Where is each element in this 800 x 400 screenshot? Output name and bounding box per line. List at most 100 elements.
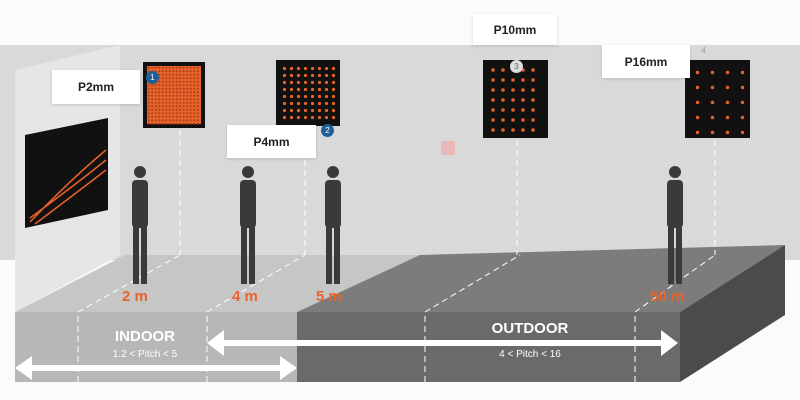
distance-guides [77, 130, 716, 382]
led-dot [193, 73, 196, 76]
led-dot [165, 91, 168, 94]
led-dot [172, 94, 175, 97]
led-dot [289, 108, 294, 113]
led-dot [289, 80, 294, 85]
led-dot [179, 66, 182, 69]
led-dot [501, 118, 505, 122]
led-dot [154, 101, 157, 104]
led-dot [182, 66, 185, 69]
led-dot [193, 91, 196, 94]
led-dot [521, 98, 525, 102]
led-dot [695, 115, 700, 120]
tv-screen [25, 118, 108, 228]
led-dot [182, 108, 185, 111]
led-dot [158, 84, 161, 87]
indoor-arrow [15, 356, 297, 380]
led-dot [161, 84, 164, 87]
outdoor-arrow [207, 330, 678, 356]
led-dot [168, 84, 171, 87]
led-dot [695, 70, 700, 75]
led-dot [151, 112, 154, 115]
led-dot [179, 105, 182, 108]
led-dot [151, 105, 154, 108]
led-dot [324, 108, 329, 113]
led-dot [303, 115, 308, 120]
led-dot [501, 108, 505, 112]
person-figure [132, 166, 148, 284]
led-dot [511, 88, 515, 92]
led-dot [168, 77, 171, 80]
led-dot [165, 77, 168, 80]
led-dot [154, 91, 157, 94]
led-dot [193, 115, 196, 118]
led-dot [161, 112, 164, 115]
led-dot [310, 73, 315, 78]
led-dot [154, 105, 157, 108]
led-dot [168, 105, 171, 108]
led-dot [324, 87, 329, 92]
led-dot [161, 73, 164, 76]
led-dot [310, 108, 315, 113]
led-dot [168, 122, 171, 125]
led-dot [172, 77, 175, 80]
led-dot [186, 87, 189, 90]
led-dot [317, 80, 322, 85]
led-dot [296, 73, 301, 78]
led-dot [182, 112, 185, 115]
led-dot [182, 119, 185, 122]
led-dot [172, 80, 175, 83]
led-dot [165, 119, 168, 122]
led-dot [189, 84, 192, 87]
led-dot [531, 78, 535, 82]
led-dot [147, 119, 150, 122]
led-dot [158, 122, 161, 125]
led-dot [303, 73, 308, 78]
led-dot [172, 91, 175, 94]
led-dot [196, 101, 199, 104]
led-dot [740, 100, 745, 105]
led-panel-3 [483, 60, 548, 138]
led-dot [310, 87, 315, 92]
outdoor-side [680, 245, 785, 382]
led-dot [710, 100, 715, 105]
led-dot [147, 84, 150, 87]
led-dot [179, 73, 182, 76]
led-dot [521, 118, 525, 122]
led-dot [186, 66, 189, 69]
led-dot [172, 70, 175, 73]
led-dot [165, 70, 168, 73]
badge-2: 2 [321, 124, 334, 137]
led-dot [491, 88, 495, 92]
led-dot [168, 87, 171, 90]
led-dot [179, 84, 182, 87]
led-dot [531, 98, 535, 102]
led-dot [725, 100, 730, 105]
led-dot [165, 105, 168, 108]
led-dot [324, 115, 329, 120]
led-dot [740, 70, 745, 75]
led-dot [725, 85, 730, 90]
led-dot [182, 94, 185, 97]
led-dot [172, 73, 175, 76]
led-dot [331, 108, 336, 113]
people [132, 166, 683, 284]
led-dot [189, 94, 192, 97]
led-dot [491, 98, 495, 102]
led-dot [296, 87, 301, 92]
led-dot [324, 94, 329, 99]
led-dot [491, 78, 495, 82]
led-dot [179, 91, 182, 94]
led-dot [151, 115, 154, 118]
led-dot [175, 73, 178, 76]
led-dot [331, 73, 336, 78]
callout-p2: P2mm [52, 70, 140, 104]
led-dot [161, 66, 164, 69]
led-dot [296, 101, 301, 106]
led-dot [193, 87, 196, 90]
led-dot [168, 94, 171, 97]
led-dot [282, 115, 287, 120]
led-dot [154, 112, 157, 115]
led-dot [511, 118, 515, 122]
led-dot [158, 105, 161, 108]
led-dot [175, 119, 178, 122]
